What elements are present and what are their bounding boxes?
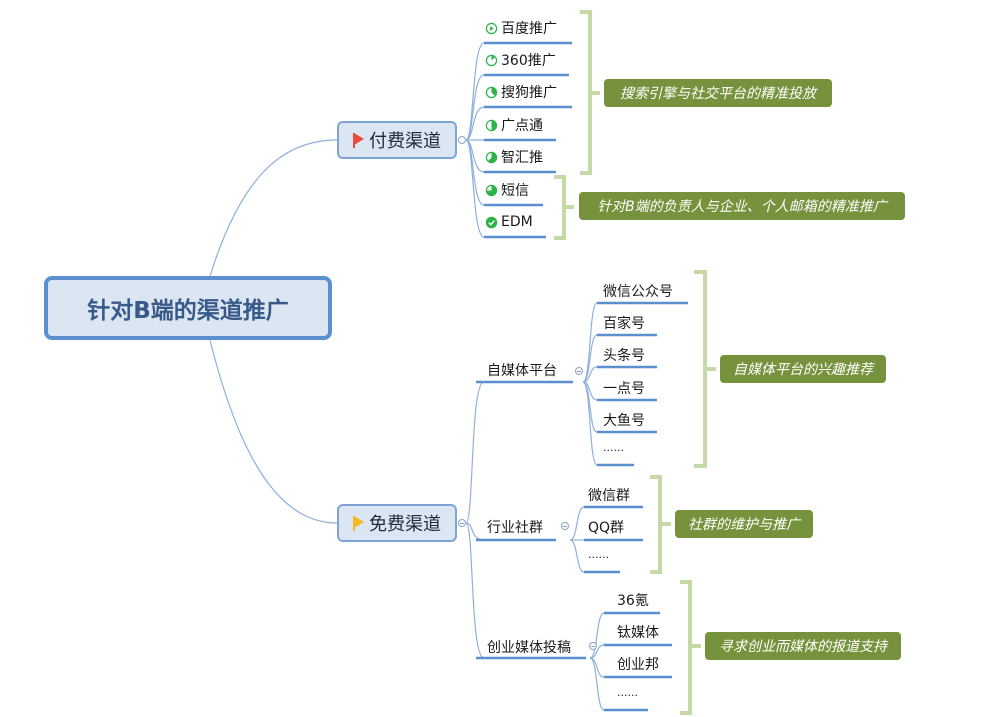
leaf-topic[interactable]: ......	[603, 441, 624, 454]
progress-eighth-icon	[485, 54, 498, 66]
leaf-label: 创业邦	[617, 657, 659, 673]
leaf-label: 百家号	[603, 316, 645, 332]
main-topic-paid-label: 付费渠道	[369, 131, 441, 152]
group-label: 自媒体平台	[487, 363, 557, 379]
progress-quarter-icon	[485, 86, 498, 98]
summary-community[interactable]: 社群的维护与推广	[675, 510, 813, 538]
subtopic-label: 广点通	[501, 118, 543, 134]
red-flag-icon	[353, 133, 365, 148]
leaf-topic[interactable]: 大鱼号	[603, 410, 645, 430]
leaf-label: ......	[617, 686, 638, 699]
connector-central-paid	[209, 139, 338, 277]
subtopic-zhihuitui[interactable]: 智汇推	[485, 147, 543, 167]
summary-bracket-search	[580, 10, 600, 175]
subtopic-label: 短信	[501, 183, 529, 199]
subtopic-guangdiantong[interactable]: 广点通	[485, 115, 543, 135]
subtopic-label: EDM	[501, 214, 533, 230]
leaf-topic[interactable]: 一点号	[603, 378, 645, 398]
subtopic-360[interactable]: 360推广	[485, 50, 556, 70]
group-label: 创业媒体投稿	[487, 640, 571, 656]
leaf-label: 微信公众号	[603, 284, 673, 300]
leaf-topic[interactable]: 头条号	[603, 345, 645, 365]
subtopic-sogou[interactable]: 搜狗推广	[485, 82, 557, 102]
progress-half-icon	[485, 119, 498, 131]
leaf-topic[interactable]: QQ群	[588, 517, 624, 537]
leaf-label: 微信群	[588, 488, 630, 504]
leaf-topic[interactable]: 微信群	[588, 485, 630, 505]
group-self-media[interactable]: 自媒体平台	[487, 360, 557, 380]
summary-text: 针对B端的负责人与企业、个人邮箱的精准推广	[597, 199, 887, 215]
summary-search-social[interactable]: 搜索引擎与社交平台的精准投放	[604, 79, 832, 107]
subtopic-label: 360推广	[501, 53, 556, 69]
summary-text: 搜索引擎与社交平台的精准投放	[620, 86, 816, 102]
central-topic[interactable]: 针对B端的渠道推广	[44, 276, 332, 340]
subtopic-edm[interactable]: EDM	[485, 212, 533, 232]
progress-five-eighths-icon	[485, 151, 498, 163]
yellow-flag-icon	[353, 516, 365, 531]
subtopic-label: 百度推广	[501, 21, 557, 37]
summary-text: 寻求创业而媒体的报道支持	[719, 639, 887, 655]
leaf-label: QQ群	[588, 520, 625, 536]
group-label: 行业社群	[487, 520, 543, 536]
main-topic-free-label: 免费渠道	[369, 514, 441, 535]
leaf-label: 头条号	[603, 348, 645, 364]
summary-bracket-startup	[680, 580, 701, 715]
collapse-toggle-self-media[interactable]	[575, 367, 583, 375]
summary-text: 自媒体平台的兴趣推荐	[733, 362, 873, 378]
progress-three-quarters-icon	[485, 184, 498, 196]
connector-central-free	[209, 339, 338, 524]
subtopic-baidu[interactable]: 百度推广	[485, 18, 557, 38]
central-topic-label: 针对B端的渠道推广	[87, 298, 289, 324]
group-community[interactable]: 行业社群	[487, 517, 543, 537]
leaf-topic[interactable]: 36氪	[617, 590, 649, 610]
group-startup-media[interactable]: 创业媒体投稿	[487, 637, 571, 657]
main-topic-paid[interactable]: 付费渠道	[337, 121, 457, 159]
collapse-toggle-paid[interactable]	[458, 136, 466, 144]
collapse-toggle-free[interactable]	[458, 519, 466, 527]
summary-text: 社群的维护与推广	[688, 517, 800, 533]
summary-self-media[interactable]: 自媒体平台的兴趣推荐	[720, 355, 886, 383]
leaf-label: ......	[588, 548, 609, 561]
collapse-toggle-startup-media[interactable]	[589, 642, 597, 650]
leaf-label: 36氪	[617, 593, 649, 609]
leaf-topic[interactable]: ......	[588, 548, 609, 561]
leaf-topic[interactable]: 创业邦	[617, 654, 659, 674]
summary-bracket-edm	[554, 175, 574, 240]
summary-startup-media[interactable]: 寻求创业而媒体的报道支持	[705, 632, 901, 660]
summary-bracket-community	[650, 475, 671, 574]
leaf-topic[interactable]: ......	[617, 686, 638, 699]
main-topic-free[interactable]: 免费渠道	[337, 504, 457, 542]
leaf-topic[interactable]: 百家号	[603, 313, 645, 333]
summary-bracket-media	[694, 270, 716, 468]
leaf-label: ......	[603, 441, 624, 454]
subtopic-sms[interactable]: 短信	[485, 180, 529, 200]
leaf-label: 钛媒体	[617, 625, 659, 641]
leaf-topic[interactable]: 钛媒体	[617, 622, 659, 642]
progress-start-icon	[485, 22, 498, 34]
collapse-toggle-community[interactable]	[561, 522, 569, 530]
summary-edm-sms[interactable]: 针对B端的负责人与企业、个人邮箱的精准推广	[579, 192, 905, 220]
leaf-label: 大鱼号	[603, 413, 645, 429]
leaf-label: 一点号	[603, 381, 645, 397]
task-done-icon	[485, 216, 498, 228]
subtopic-label: 智汇推	[501, 150, 543, 166]
subtopic-label: 搜狗推广	[501, 85, 557, 101]
leaf-topic[interactable]: 微信公众号	[603, 281, 673, 301]
